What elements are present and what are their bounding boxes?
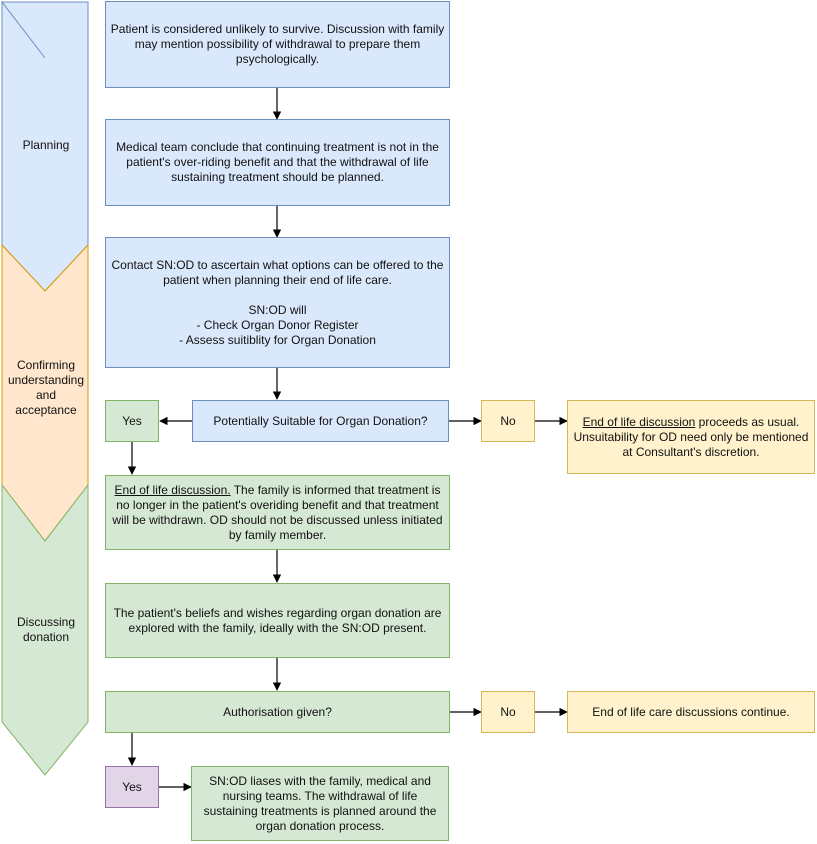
node-authorisation-question: Authorisation given? bbox=[105, 691, 450, 733]
phase-label-confirming: Confirming understanding and acceptance bbox=[7, 358, 85, 417]
node-medical-team: Medical team conclude that continuing tr… bbox=[105, 119, 450, 206]
node-eol-continue: End of life care discussions continue. bbox=[567, 691, 815, 733]
node-no-suitable: No bbox=[481, 400, 535, 442]
node-suitable-question: Potentially Suitable for Organ Donation? bbox=[192, 400, 449, 442]
node-beliefs: The patient's beliefs and wishes regardi… bbox=[105, 583, 450, 658]
phase-chevron-discussing bbox=[1, 483, 89, 776]
eol-usual-text: proceeds as usual. Unsuitability for OD … bbox=[573, 414, 809, 459]
eol-usual-link-text: End of life discussion bbox=[582, 414, 696, 429]
eol-discussion-title: End of life discussion. bbox=[114, 482, 231, 497]
node-contact-snod: Contact SN:OD to ascertain what options … bbox=[105, 237, 450, 368]
node-eol-discussion: End of life discussion. The family is in… bbox=[105, 475, 450, 550]
node-yes-suitable: Yes bbox=[105, 400, 159, 442]
connectors bbox=[127, 88, 568, 792]
node-yes-authorisation: Yes bbox=[105, 766, 159, 808]
phase-label-planning: Planning bbox=[22, 138, 70, 152]
node-unlikely-survive: Patient is considered unlikely to surviv… bbox=[105, 1, 450, 88]
phase-label-discussing: Discussing donation bbox=[16, 615, 76, 644]
eol-discussion-text: The family is informed that treatment is… bbox=[112, 482, 443, 542]
node-eol-usual: End of life discussion proceeds as usual… bbox=[567, 400, 815, 474]
node-no-authorisation: No bbox=[481, 691, 535, 733]
node-snod-liaises: SN:OD liases with the family, medical an… bbox=[191, 766, 449, 841]
